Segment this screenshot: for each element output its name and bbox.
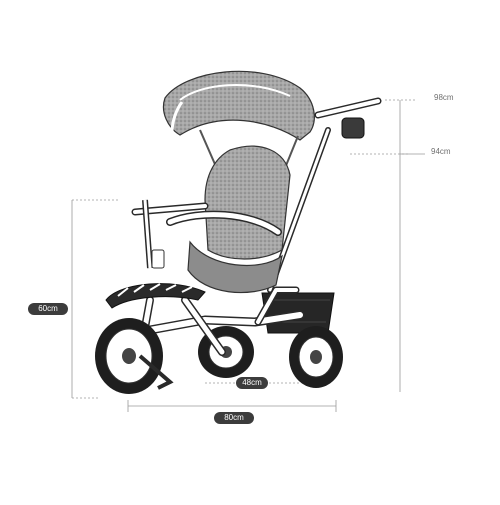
dimension-guides (71, 99, 425, 412)
total-height-label: 98cm (434, 93, 454, 102)
seat (166, 145, 291, 294)
length-badge: 80cm (214, 412, 254, 424)
front-wheel (95, 318, 174, 394)
handlebar (131, 199, 209, 269)
cup-holder-icon (341, 117, 365, 139)
handle-height-label: 94cm (431, 147, 451, 156)
pedal-icon (138, 354, 174, 390)
seat-height-badge: 60cm (28, 303, 68, 315)
front-fender (105, 283, 206, 309)
frame (136, 127, 331, 359)
rear-wheel-front (289, 326, 343, 388)
push-handle (314, 97, 382, 139)
rear-width-badge: 48cm (236, 377, 268, 389)
